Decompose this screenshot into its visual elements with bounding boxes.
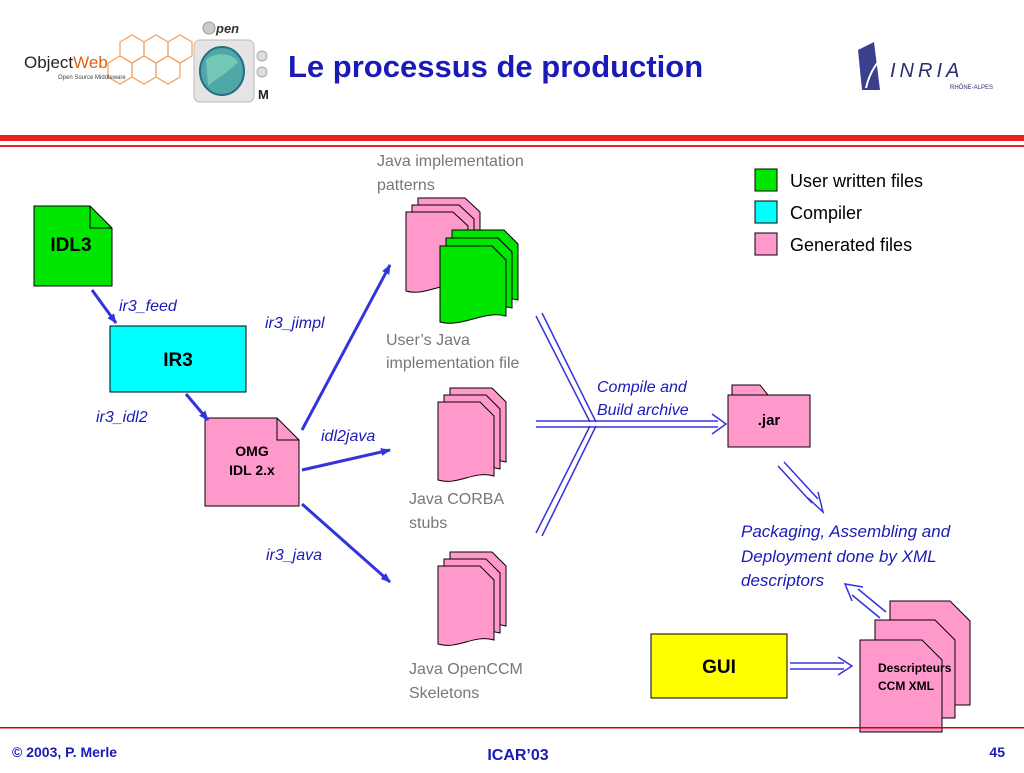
omg-label-line2: IDL 2.x — [229, 462, 275, 478]
inria-name: INRIA — [890, 60, 963, 82]
svg-text:ObjectWeb: ObjectWeb — [24, 53, 108, 72]
objectweb-brand-part2: Web — [73, 53, 108, 72]
idl3-file: IDL3 — [33, 205, 113, 287]
edge-label-compile-1: Compile and — [597, 379, 688, 396]
ir3-compiler: IR3 — [109, 325, 247, 393]
caption-java-impl-patterns-1: Java implementation — [377, 153, 524, 170]
footer-rule — [0, 727, 1024, 729]
jar-label: .jar — [758, 412, 781, 429]
caption-java-impl-patterns-2: patterns — [377, 177, 435, 194]
caption-java-corba-1: Java CORBA — [409, 491, 504, 508]
edge-label-packaging-2: Deployment done by XML — [741, 547, 937, 566]
java-corba-stubs-stack — [437, 387, 507, 482]
edge-label-ir3-feed: ir3_feed — [119, 298, 178, 315]
gui-label: GUI — [702, 657, 736, 678]
footer-copyright: © 2003, P. Merle — [12, 744, 117, 760]
jar-archive: .jar — [727, 384, 811, 448]
idl3-label: IDL3 — [50, 235, 91, 256]
arrow-ir3-feed — [90, 289, 118, 324]
arrow-gui-to-descriptors — [790, 656, 854, 676]
header-rule-thin — [0, 145, 1024, 147]
objectweb-logo: ObjectWeb Open Source Middleware — [24, 34, 193, 85]
descripteurs-label-line1: Descripteurs — [878, 661, 952, 675]
edge-label-ir3-java: ir3_java — [266, 547, 322, 564]
omg-label-line1: OMG — [235, 443, 269, 459]
arrow-ir3-idl2 — [184, 393, 210, 421]
caption-java-openccm-2: Skeletons — [409, 685, 479, 702]
caption-java-corba-2: stubs — [409, 515, 447, 532]
edge-label-ir3-idl2: ir3_idl2 — [96, 409, 148, 426]
footer-page-number: 45 — [989, 744, 1005, 760]
footer-conference: ICAR’03 — [487, 747, 548, 764]
edge-label-compile-2: Build archive — [597, 402, 689, 419]
openccm-logo-m: M — [258, 87, 269, 102]
legend-swatch-compiler — [754, 200, 778, 224]
edge-label-packaging-1: Packaging, Assembling and — [741, 522, 951, 541]
arrow-ir3-java — [301, 502, 391, 584]
caption-user-java-impl-1: User’s Java — [386, 332, 470, 349]
omg-idl-file: OMG IDL 2.x — [204, 417, 300, 507]
openccm-logo-open: pen — [215, 21, 239, 36]
arrow-idl2java — [301, 448, 391, 472]
openccm-logo: pen M — [193, 21, 269, 103]
descripteurs-ccm-xml-stack: Descripteurs CCM XML — [859, 600, 971, 733]
objectweb-tagline: Open Source Middleware — [58, 75, 126, 81]
legend-swatch-user — [754, 168, 778, 192]
arrow-descriptors-to-packaging — [843, 583, 887, 619]
edge-label-ir3-jimpl: ir3_jimpl — [265, 315, 325, 332]
objectweb-brand-part1: Object — [24, 53, 73, 72]
caption-java-openccm-1: Java OpenCCM — [409, 661, 523, 678]
edge-label-packaging-3: descriptors — [741, 571, 825, 590]
descripteurs-label-line2: CCM XML — [878, 679, 934, 693]
arrow-ir3-jimpl — [300, 264, 392, 431]
gui-tool: GUI — [650, 633, 788, 699]
arrow-jar-to-packaging — [777, 461, 825, 515]
ir3-label: IR3 — [163, 350, 193, 371]
header-rule-thick — [0, 135, 1024, 141]
caption-user-java-impl-2: implementation file — [386, 355, 520, 372]
legend-label-generated: Generated files — [790, 235, 912, 255]
merge-arrow-to-jar — [535, 312, 728, 537]
legend: User written files Compiler Generated fi… — [754, 168, 923, 256]
page-title: Le processus de production — [288, 49, 703, 84]
legend-swatch-generated — [754, 232, 778, 256]
inria-logo: INRIA RHÔNE-ALPES — [858, 42, 993, 91]
legend-label-compiler: Compiler — [790, 203, 862, 223]
user-java-impl-stack — [439, 229, 519, 324]
inria-sub: RHÔNE-ALPES — [950, 84, 993, 91]
legend-label-user: User written files — [790, 171, 923, 191]
java-openccm-skeletons-stack — [437, 551, 507, 646]
edge-label-idl2java: idl2java — [321, 428, 375, 445]
